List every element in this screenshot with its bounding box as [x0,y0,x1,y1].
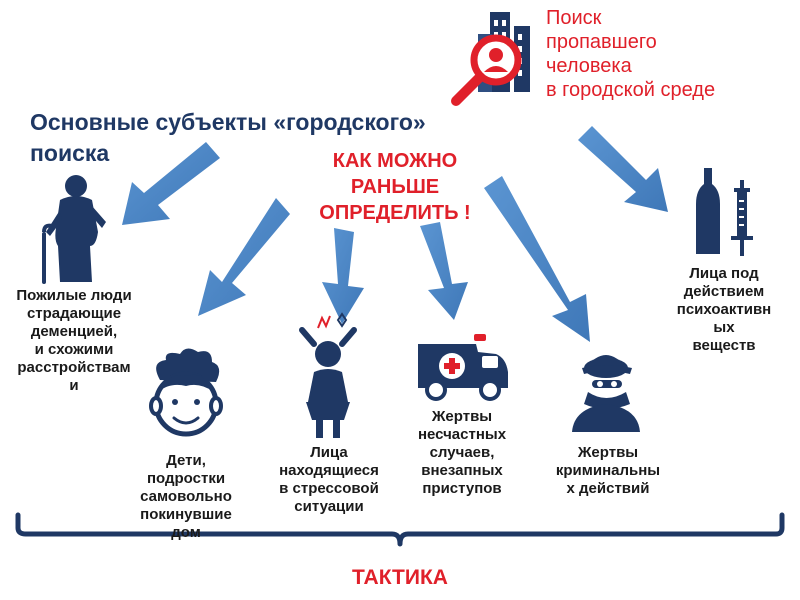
arrow-to-children [198,198,290,316]
stressed-person-icon [299,312,357,438]
search-logo-icon [451,12,530,106]
arrow-to-substances [578,126,668,212]
bottom-bracket [15,512,785,547]
bottle-syringe-icon [696,168,753,256]
label-elderly: Пожилые люди страдающие деменцией, и схо… [16,287,132,394]
tactic-label: ТАКТИКА [352,566,448,589]
label-children: Дети, подростки самовольно покинувшие до… [140,452,232,541]
search-title: Поиск пропавшего человека в городской ср… [546,7,716,101]
arrow-to-criminal [484,176,590,342]
label-criminal: Жертвы криминальны х действий [555,444,661,497]
label-stress: Лица находящиеся в стрессовой ситуации [279,444,379,515]
label-substances: Лица под действием психоактивн ых вещест… [676,265,772,354]
arrow-to-elderly [122,142,220,225]
central-message: КАК МОЖНО РАНЬШЕ ОПРЕДЕЛИТЬ ! [319,150,471,224]
ambulance-icon [418,334,508,401]
arrow-to-accidents [420,222,468,320]
child-face-icon [149,348,223,437]
masked-criminal-icon [572,355,640,432]
main-title: Основные субъекты «городского» поиска [30,109,426,166]
elderly-person-icon [42,175,106,284]
label-accidents: Жертвы несчастных случаев, внезапных при… [417,408,507,497]
arrow-to-stress [322,228,364,324]
